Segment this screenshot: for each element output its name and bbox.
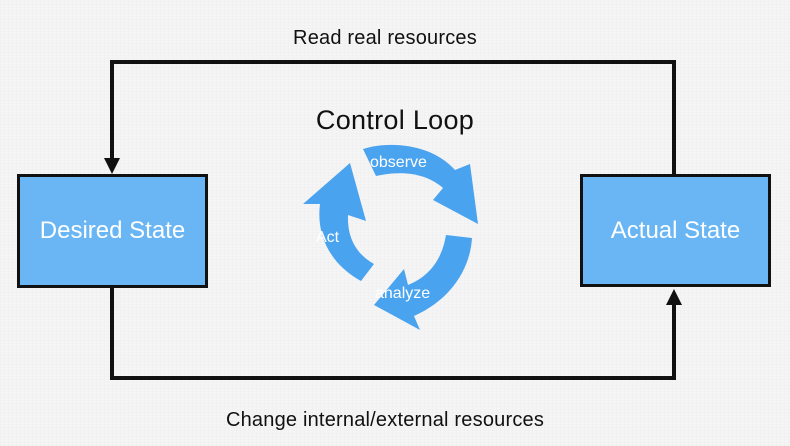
analyze-step-label: analyze (375, 285, 431, 302)
diagram-title: Control Loop (315, 105, 475, 135)
desired-state-label: Desired State (39, 217, 186, 244)
top-connector-label: Read real resources (293, 27, 477, 49)
desired-state-box: Desired State (17, 174, 208, 288)
actual-state-label: Actual State (610, 216, 741, 244)
actual-state-box: Actual State (580, 174, 771, 287)
observe-step-label: observe (370, 154, 427, 171)
act-step-label: Act (316, 229, 340, 246)
act-arrow-icon (303, 163, 374, 281)
bottom-connector-label: Change internal/external resources (225, 409, 545, 431)
cycle-arrows (303, 144, 478, 330)
down-arrow-icon (104, 158, 120, 174)
read-resources-connector (110, 60, 676, 174)
analyze-arrow-icon (374, 235, 472, 330)
observe-arrow-icon (363, 144, 478, 224)
change-resources-connector (110, 288, 676, 380)
up-arrow-icon (666, 289, 682, 305)
